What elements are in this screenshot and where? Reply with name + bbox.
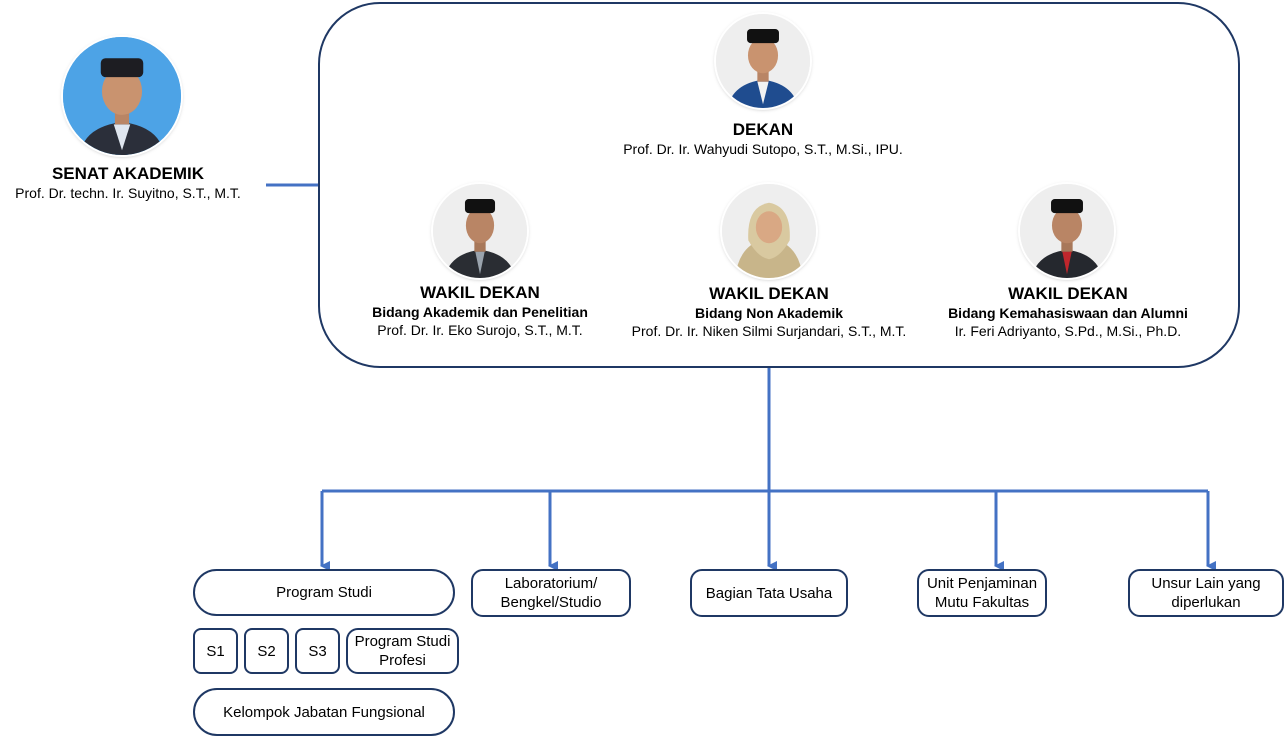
wakil-dekan-non-akademik: WAKIL DEKAN Bidang Non Akademik Prof. Dr… bbox=[609, 284, 929, 340]
penjaminan-mutu-label: Unit Penjaminan Mutu Fakultas bbox=[926, 575, 1038, 611]
s1-label: S1 bbox=[206, 642, 225, 660]
s2-label: S2 bbox=[257, 642, 276, 660]
senat-role: SENAT AKADEMIK bbox=[51, 164, 205, 183]
program-studi-label: Program Studi bbox=[276, 584, 372, 601]
dekan: DEKAN Prof. Dr. Ir. Wahyudi Sutopo, S.T.… bbox=[563, 120, 963, 158]
dekan-role: DEKAN bbox=[732, 120, 794, 139]
tata-usaha-label: Bagian Tata Usaha bbox=[705, 584, 833, 602]
senat-name: Prof. Dr. techn. Ir. Suyitno, S.T., M.T. bbox=[15, 185, 241, 201]
wakil-dekan-kemahasiswaan-photo bbox=[1020, 184, 1114, 278]
s3-box: S3 bbox=[295, 628, 340, 674]
wakil-1-name: Prof. Dr. Ir. Eko Surojo, S.T., M.T. bbox=[377, 322, 583, 338]
dekan-name: Prof. Dr. Ir. Wahyudi Sutopo, S.T., M.Si… bbox=[623, 141, 903, 157]
s1-box: S1 bbox=[193, 628, 238, 674]
wakil-dekan-akademik-photo bbox=[433, 184, 527, 278]
dekan-photo bbox=[716, 14, 810, 108]
wakil-1-role: WAKIL DEKAN bbox=[420, 283, 540, 302]
wakil-dekan-akademik: WAKIL DEKAN Bidang Akademik dan Peneliti… bbox=[330, 283, 630, 339]
senat-akademik: SENAT AKADEMIK Prof. Dr. techn. Ir. Suyi… bbox=[0, 164, 256, 202]
penjaminan-mutu-box: Unit Penjaminan Mutu Fakultas bbox=[917, 569, 1047, 617]
program-studi-profesi-label: Program Studi Profesi bbox=[354, 633, 451, 669]
laboratorium-label: Laboratorium/ Bengkel/Studio bbox=[500, 575, 602, 611]
wakil-dekan-kemahasiswaan: WAKIL DEKAN Bidang Kemahasiswaan dan Alu… bbox=[918, 284, 1218, 340]
s2-box: S2 bbox=[244, 628, 289, 674]
wakil-2-field: Bidang Non Akademik bbox=[694, 305, 844, 321]
unsur-lain-box: Unsur Lain yang diperlukan bbox=[1128, 569, 1284, 617]
laboratorium-box: Laboratorium/ Bengkel/Studio bbox=[471, 569, 631, 617]
wakil-3-name: Ir. Feri Adriyanto, S.Pd., M.Si., Ph.D. bbox=[954, 323, 1182, 339]
program-studi-box: Program Studi bbox=[193, 569, 455, 616]
unsur-lain-label: Unsur Lain yang diperlukan bbox=[1151, 575, 1261, 611]
program-studi-profesi-box: Program Studi Profesi bbox=[346, 628, 459, 674]
s3-label: S3 bbox=[308, 642, 327, 660]
tata-usaha-box: Bagian Tata Usaha bbox=[690, 569, 848, 617]
wakil-2-name: Prof. Dr. Ir. Niken Silmi Surjandari, S.… bbox=[631, 323, 907, 339]
wakil-2-role: WAKIL DEKAN bbox=[709, 284, 829, 303]
kelompok-jabatan-fungsional-box: Kelompok Jabatan Fungsional bbox=[193, 688, 455, 736]
kelompok-jabatan-fungsional-label: Kelompok Jabatan Fungsional bbox=[223, 703, 425, 721]
wakil-3-field: Bidang Kemahasiswaan dan Alumni bbox=[948, 305, 1188, 321]
wakil-dekan-non-akademik-photo bbox=[722, 184, 816, 278]
wakil-3-role: WAKIL DEKAN bbox=[1008, 284, 1128, 303]
senat-photo bbox=[63, 37, 181, 155]
wakil-1-field: Bidang Akademik dan Penelitian bbox=[372, 304, 588, 320]
